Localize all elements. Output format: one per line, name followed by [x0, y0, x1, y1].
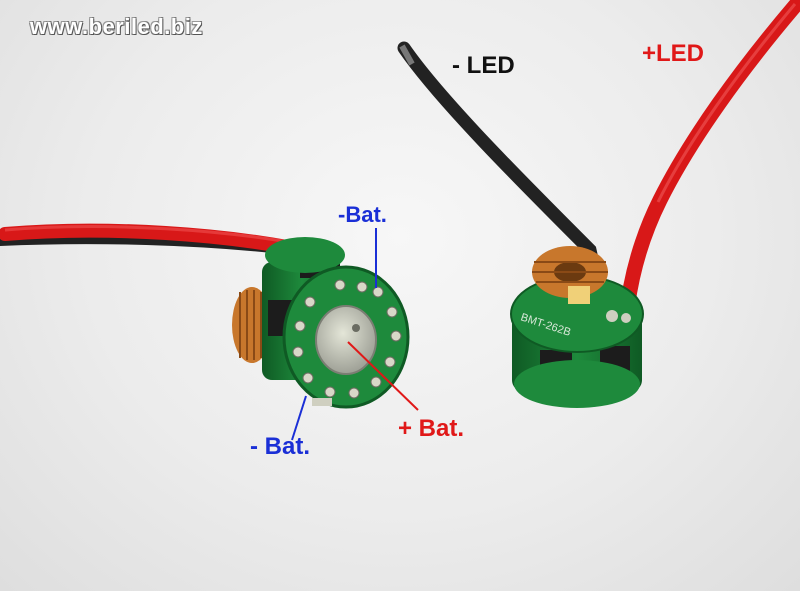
pos-led-label: +LED: [642, 40, 705, 67]
neg-bat-top-label: -Bat.: [338, 202, 387, 227]
left-module: [232, 237, 410, 409]
neg-bat-bottom-pointer: [291, 395, 307, 441]
left-battery-pad: [315, 305, 377, 375]
right-bottom-pcb: [514, 360, 640, 408]
neg-bat-bottom-label: - Bat.: [250, 433, 310, 460]
pos-bat-pointer: [347, 341, 419, 411]
pointer-lines: [291, 228, 419, 441]
neg-led-label: - LED: [452, 52, 515, 79]
watermark-text: www.beriled.biz: [30, 14, 203, 39]
right-module-wires: [397, 0, 800, 326]
right-black-wire: [397, 41, 612, 325]
right-module: BMT-262B: [510, 246, 644, 408]
right-copper-coil: [532, 246, 608, 298]
pos-bat-label: + Bat.: [398, 415, 465, 442]
